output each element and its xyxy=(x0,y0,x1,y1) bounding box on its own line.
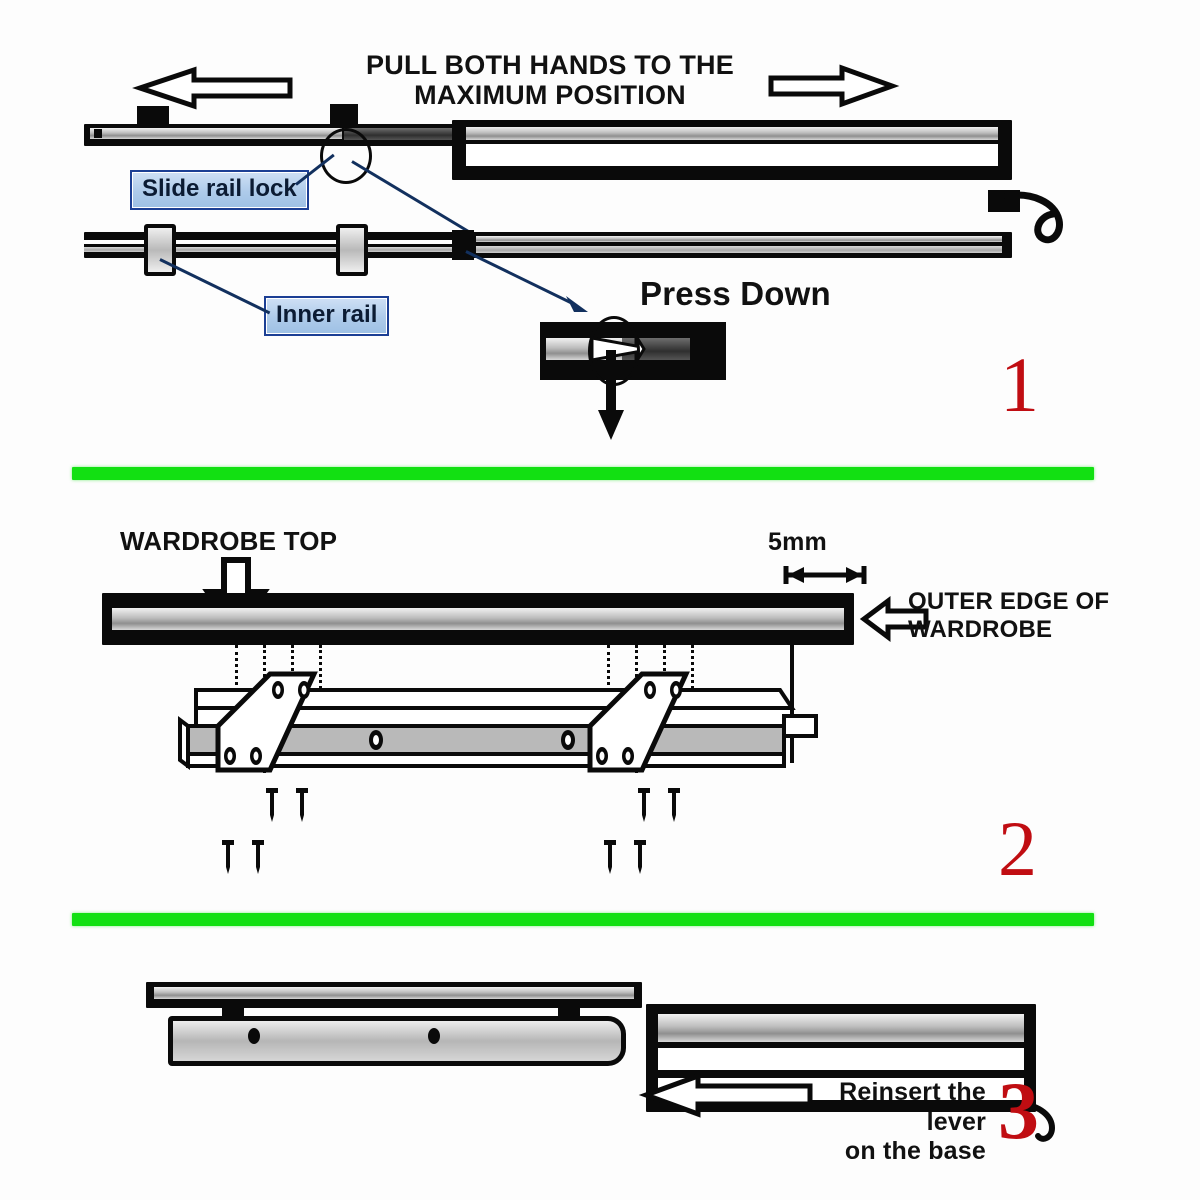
screw-upper-left-group xyxy=(262,788,318,824)
base-rail-gap-1 xyxy=(658,1048,1024,1070)
lower-right-rail-face-b xyxy=(476,246,1002,253)
outer-edge-label: OUTER EDGE OF WARDROBE xyxy=(908,588,1110,643)
align-dot-l4 xyxy=(319,645,322,707)
lower-left-rail xyxy=(84,232,460,258)
upper-left-rail-nub xyxy=(94,129,102,138)
pull-strap-icon xyxy=(1003,186,1075,248)
arrow-left-hollow-icon-p3 xyxy=(638,1070,814,1120)
rail-tab-left xyxy=(137,106,169,128)
upper-right-rail-top-face xyxy=(466,127,998,140)
reinsert-instruction: Reinsert the lever on the base xyxy=(839,1078,986,1165)
upper-right-rail-gap xyxy=(466,144,998,166)
leader-detail-arrowhead xyxy=(566,294,590,316)
step-number-1: 1 xyxy=(1000,341,1039,428)
lower-right-rail-face-a xyxy=(476,236,1002,242)
panel-2: WARDROBE TOP 5mm OUTER xyxy=(0,480,1200,910)
lever-hole-1 xyxy=(248,1028,260,1044)
roller-1 xyxy=(144,224,176,276)
lower-left-rail-face xyxy=(84,247,460,252)
press-down-label: Press Down xyxy=(640,275,831,312)
wardrobe-top-label: WARDROBE TOP xyxy=(120,526,338,556)
lever-lower-bar xyxy=(168,1016,626,1066)
mounting-bracket-left xyxy=(212,668,320,788)
upper-left-rail-dark-section xyxy=(344,128,452,140)
base-rail-top-face xyxy=(658,1014,1024,1042)
leader-joint-to-detail xyxy=(465,250,573,305)
detail-highlight-circle xyxy=(320,128,372,184)
arrow-left-hollow-icon-p2 xyxy=(859,596,929,642)
lever-hole-2 xyxy=(428,1028,440,1044)
screw-lower-right-group xyxy=(600,840,656,876)
screw-upper-right-group xyxy=(634,788,690,824)
arrow-right-icon xyxy=(768,64,900,108)
dimension-label-5mm: 5mm xyxy=(768,528,827,556)
step-number-3: 3 xyxy=(998,1065,1039,1156)
arrow-down-icon xyxy=(596,350,626,440)
panel1-heading: PULL BOTH HANDS TO THE MAXIMUM POSITION xyxy=(366,50,734,111)
lever-top-bar-face xyxy=(154,987,634,999)
edge-alignment-line xyxy=(790,645,794,763)
wardrobe-top-board-face xyxy=(112,608,844,630)
align-dot-r4 xyxy=(691,645,694,707)
callout-slide-rail-lock: Slide rail lock xyxy=(130,170,309,210)
dimension-arrow-icon xyxy=(782,564,868,586)
panel-3: Reinsert the lever on the base 3 xyxy=(0,930,1200,1200)
callout-inner-rail: Inner rail xyxy=(264,296,390,336)
divider-green-1 xyxy=(72,467,1094,480)
roller-2 xyxy=(336,224,368,276)
panel-1: PULL BOTH HANDS TO THE MAXIMUM POSITION xyxy=(0,0,1200,470)
screw-lower-left-group xyxy=(218,840,274,876)
arrow-left-icon xyxy=(132,64,293,112)
mounting-bracket-right xyxy=(584,668,692,788)
step-number-2: 2 xyxy=(998,805,1037,892)
base-pull-strap-icon xyxy=(1018,1100,1066,1146)
upper-right-rail-bottom-line xyxy=(466,166,998,172)
divider-green-2 xyxy=(72,913,1094,926)
upper-left-rail-face xyxy=(90,128,342,139)
leader-inner-rail xyxy=(159,258,271,315)
lower-left-rail-groove xyxy=(84,240,460,244)
